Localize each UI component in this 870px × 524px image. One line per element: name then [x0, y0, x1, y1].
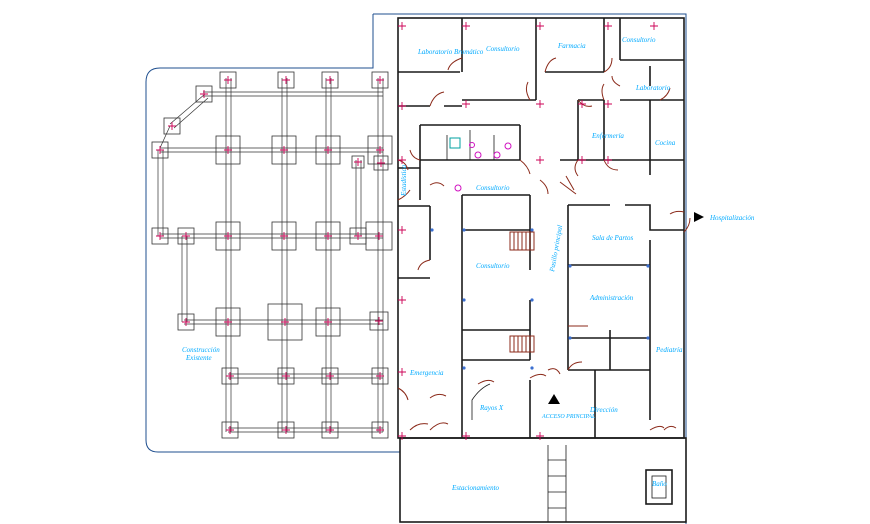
label-consultorio-3: Consultorio [476, 184, 510, 192]
sink-fixture [449, 137, 461, 149]
site-boundary [373, 13, 687, 524]
stair-curve [471, 383, 491, 420]
label-laboratorio: Laboratorio [635, 84, 671, 92]
bathroom-box [645, 469, 673, 505]
label-consultorio-2: Consultorio [622, 36, 656, 44]
stair-2 [509, 335, 535, 353]
label-hospitalizacion: Hospitalización [709, 214, 755, 222]
label-acceso-principal: ACCESO PRINCIPAL [541, 414, 596, 420]
main-access-arrow-icon [548, 394, 560, 404]
hospitalization-access-arrow-icon [694, 212, 704, 222]
label-farmacia: Farmacia [557, 42, 586, 50]
door-arcs [397, 57, 691, 431]
label-laboratorio-bromatico: Laboratorio Bromático [417, 48, 484, 56]
label-cocina: Cocina [655, 139, 676, 147]
label-pasillo-principal: Pasillo principal [548, 224, 564, 273]
existing-beams [157, 78, 384, 433]
parking-block [399, 437, 687, 523]
label-construccion-existente-1: Construcción [182, 346, 220, 354]
label-emergencia: Emergencia [409, 369, 444, 377]
label-direccion: Dirección [589, 406, 618, 414]
label-rayos-x: Rayos X [479, 404, 504, 412]
label-bano: Baño [652, 480, 667, 488]
label-consultorio-1: Consultorio [486, 45, 520, 53]
toilet-fixture [474, 151, 482, 159]
existing-construction-boundary [145, 14, 400, 453]
label-consultorio-4: Consultorio [476, 262, 510, 270]
label-estadistica: Estadística [400, 164, 408, 197]
label-pediatria: Pediatría [655, 346, 683, 354]
label-administracion: Administración [589, 294, 634, 302]
building-columns [398, 22, 658, 440]
blue-pins [430, 228, 650, 370]
existing-footings [151, 71, 393, 439]
label-estacionamiento: Estacionamiento [451, 484, 500, 492]
label-enfermeria: Enfermería [591, 132, 624, 140]
label-construccion-existente-2: Existente [185, 354, 212, 362]
label-sala-de-partos: Sala de Partos [592, 234, 633, 242]
stair-1 [509, 231, 535, 251]
